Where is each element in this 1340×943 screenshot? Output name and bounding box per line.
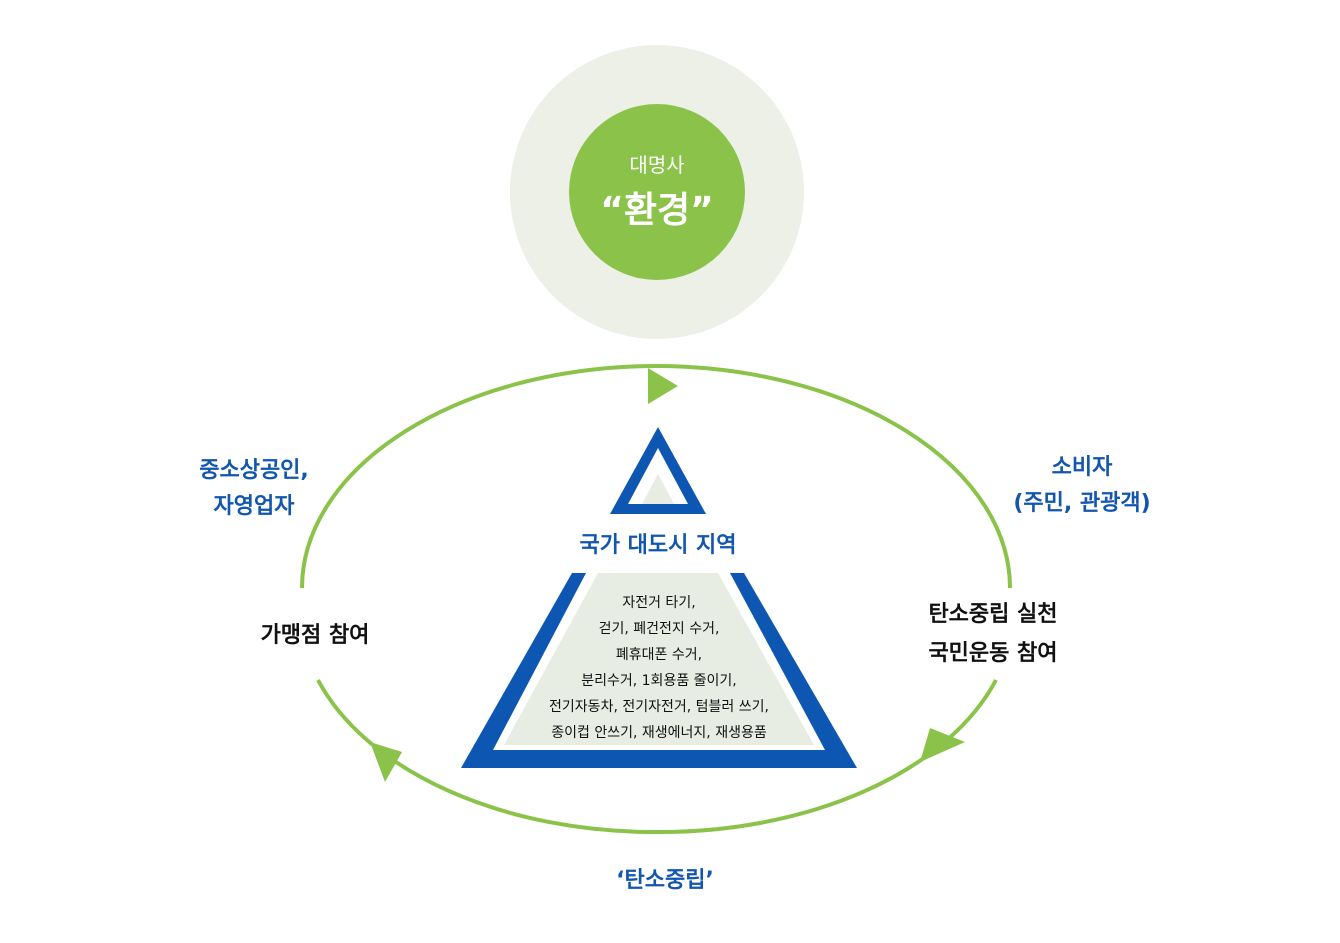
cycle-arc-top: [300, 364, 1012, 589]
pyramid-line: 걷기, 폐건전지 수거,: [599, 621, 720, 637]
pyramid-top-fill: [642, 474, 674, 504]
left-group-label-line2: 자영업자: [214, 494, 296, 519]
arrow-down-right-icon: [920, 728, 965, 762]
pyramid-line: 분리수거, 1회용품 줄이기,: [581, 673, 737, 689]
bottom-label: ‘탄소중립’: [616, 868, 714, 893]
right-action-label-line1: 탄소중립 실천: [928, 602, 1057, 627]
pyramid-line: 종이컵 안쓰기, 재생에너지, 재생용품: [551, 725, 767, 741]
center-subtitle: 대명사: [629, 153, 684, 177]
pyramid-line: 전기자동차, 전기자전거, 텀블러 쓰기,: [549, 699, 769, 715]
pyramid-base-fill: [504, 573, 814, 745]
cycle-arc-bottom-left: [316, 679, 658, 835]
center-title: “환경”: [600, 190, 714, 231]
inner-green-circle: [569, 104, 745, 280]
cycle-arc-bottom-right: [656, 679, 998, 835]
arrow-up-left-icon: [370, 742, 402, 782]
arrow-right-icon: [648, 368, 678, 404]
left-action-label: 가맹점 참여: [261, 623, 370, 648]
left-group-label-line1: 중소상공인,: [199, 458, 309, 483]
pyramid-line: 자전거 타기,: [622, 595, 695, 611]
pyramid-line: 폐휴대폰 수거,: [616, 647, 702, 663]
right-group-label-line1: 소비자: [1052, 455, 1113, 480]
right-action-label-line2: 국민운동 참여: [928, 641, 1057, 666]
pyramid-heading: 국가 대도시 지역: [580, 533, 737, 558]
right-group-label-line2: (주민, 관광객): [1013, 491, 1150, 516]
